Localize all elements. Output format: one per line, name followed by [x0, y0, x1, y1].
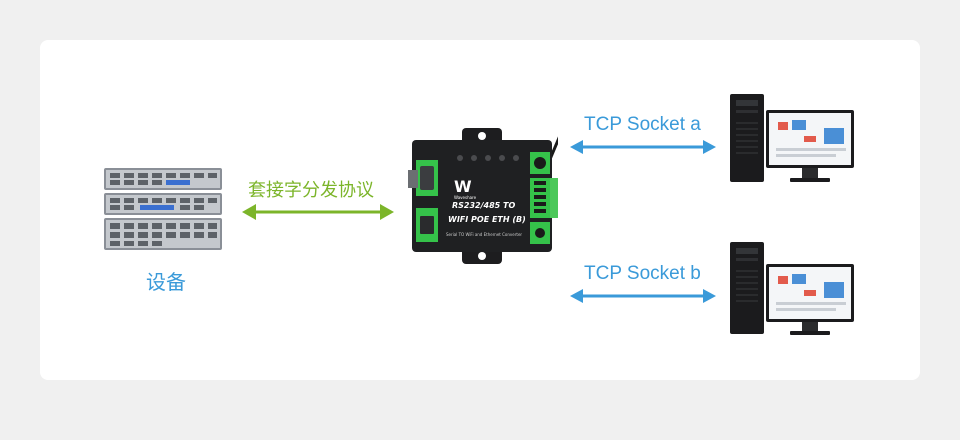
- converter-device: W Waveshare RS232/485 TO WIFI POE ETH (B…: [408, 128, 558, 264]
- server-rack-icon: [104, 168, 222, 250]
- brand-text: Waveshare: [454, 195, 477, 200]
- protocol-arrow-icon: [242, 204, 394, 220]
- socket-a-arrow-icon: [570, 140, 716, 154]
- socket-a-label: TCP Socket a: [584, 114, 701, 135]
- computer-b-icon: [730, 242, 854, 335]
- computer-a-icon: [730, 94, 854, 182]
- converter-title-line2: WIFI POE ETH (B): [448, 215, 526, 224]
- socket-b-label: TCP Socket b: [584, 263, 701, 284]
- device-label: 设备: [146, 270, 186, 294]
- protocol-label: 套接字分发协议: [248, 180, 374, 201]
- socket-b-arrow-icon: [570, 289, 716, 303]
- converter-title-line1: RS232/485 TO: [452, 201, 515, 210]
- converter-subtitle: Serial TO WiFi and Ethernet Converter: [446, 232, 522, 237]
- svg-text:W: W: [454, 177, 472, 196]
